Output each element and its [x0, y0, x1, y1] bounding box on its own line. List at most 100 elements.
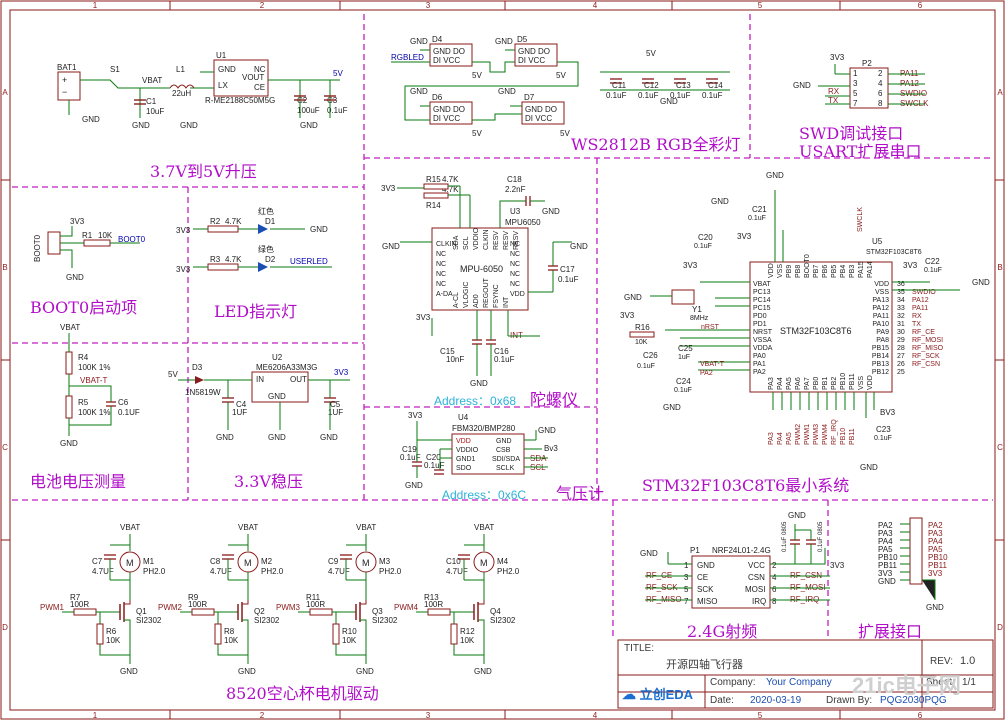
svg-text:VDD: VDD: [867, 375, 874, 390]
tb-logo-text: 立创EDA: [639, 687, 694, 702]
motor-type-2: PH2.0: [261, 567, 284, 576]
svg-text:GND: GND: [570, 242, 588, 251]
ruler-row-C-right: C: [997, 443, 1003, 452]
ruler-row-B-right: B: [997, 263, 1002, 272]
stm32-right-pins: VDDVSSPA13PA12PA11PA10PA9PA8PB15PB14PB13…: [872, 281, 889, 376]
motor-q-part-4: SI2302: [490, 616, 516, 625]
svg-text:RF_CE: RF_CE: [912, 329, 935, 336]
svg-text:PA10: PA10: [872, 321, 889, 328]
svg-text:GND: GND: [624, 293, 642, 302]
svg-text:LX: LX: [218, 81, 228, 90]
svg-text:PB14: PB14: [872, 353, 889, 360]
svg-text:6: 6: [878, 89, 883, 98]
svg-text:PA8: PA8: [876, 337, 889, 344]
section-title-rf: 2.4G射频: [687, 622, 758, 641]
svg-text:C17: C17: [560, 265, 575, 274]
section-title-ext: 扩展接口: [858, 622, 923, 641]
svg-text:R1: R1: [82, 231, 93, 240]
motor-label-1: M1: [143, 557, 155, 566]
svg-text:3V3: 3V3: [928, 569, 943, 578]
svg-text:C14: C14: [708, 81, 723, 90]
boot0-circuit: 3V3 BOOT0 R1 10K BOOT0 GND: [33, 217, 146, 282]
motor-cap-value-1: 4.7UF: [92, 567, 114, 576]
svg-text:2: 2: [772, 561, 777, 570]
l1-value: 22uH: [172, 89, 191, 98]
d1-led: [258, 224, 268, 234]
motor-gate-resistor-2: [191, 608, 215, 616]
svg-text:PD1: PD1: [753, 321, 767, 328]
svg-text:C15: C15: [440, 347, 455, 356]
svg-text:1UF: 1UF: [232, 408, 247, 417]
svg-text:NC: NC: [510, 241, 520, 248]
svg-text:0.1uF: 0.1uF: [924, 267, 942, 274]
svg-text:GND: GND: [793, 81, 811, 90]
svg-text:GND DO: GND DO: [525, 105, 557, 114]
gnd-label-2: GND: [132, 121, 150, 130]
svg-text:0.1UF: 0.1UF: [118, 408, 140, 417]
svg-text:C4: C4: [236, 400, 247, 409]
svg-text:8: 8: [772, 597, 777, 606]
svg-text:NRST: NRST: [753, 329, 773, 336]
svg-text:GND: GND: [495, 37, 513, 46]
tb-sheet-label: Sheet:: [926, 677, 955, 688]
svg-text:2.2nF: 2.2nF: [505, 185, 526, 194]
svg-text:PA7: PA7: [804, 377, 811, 390]
tb-rev-label: REV:: [930, 656, 953, 667]
svg-text:DI VCC: DI VCC: [518, 56, 545, 65]
svg-text:C20: C20: [698, 233, 713, 242]
stm32-body: [749, 261, 893, 393]
svg-text:TX: TX: [912, 321, 921, 328]
svg-text:7: 7: [684, 597, 689, 606]
svg-text:VOUT: VOUT: [242, 73, 264, 82]
svg-text:D6: D6: [432, 93, 443, 102]
svg-text:Y1: Y1: [692, 305, 702, 314]
svg-text:R3: R3: [210, 255, 221, 264]
c2-value: 100uF: [297, 106, 320, 115]
motor-rd-value-1: 10K: [106, 636, 121, 645]
c1-label: C1: [146, 97, 157, 106]
svg-text:VBAT: VBAT: [753, 281, 771, 288]
svg-text:3V3: 3V3: [408, 411, 423, 420]
motor-mosfet-source-1: [124, 619, 131, 655]
motor-m-glyph-1: M: [126, 558, 134, 568]
svg-text:PA6: PA6: [795, 377, 802, 390]
svg-text:NRF24L01-2.4G: NRF24L01-2.4G: [712, 546, 771, 555]
motor-q-part-3: SI2302: [372, 616, 398, 625]
ruler-col-3-bottom: 3: [426, 711, 431, 720]
motor-mosfet-drain-2: [242, 600, 249, 605]
tb-company-value: Your Company: [766, 677, 832, 688]
motor-wire-gnd-2: [217, 644, 248, 656]
gnd-label-1: GND: [82, 115, 100, 124]
svg-text:PA4: PA4: [777, 377, 784, 390]
svg-text:PB11: PB11: [849, 373, 856, 390]
motor-q-part-1: SI2302: [136, 616, 162, 625]
svg-text:U4: U4: [458, 413, 469, 422]
svg-text:R14: R14: [426, 201, 441, 210]
svg-text:3V3: 3V3: [334, 368, 349, 377]
svg-text:1UF: 1UF: [328, 408, 343, 417]
svg-text:VDD: VDD: [510, 291, 525, 298]
svg-text:PB15: PB15: [872, 345, 889, 352]
svg-text:C12: C12: [644, 81, 659, 90]
svg-text:PB10: PB10: [840, 428, 847, 445]
svg-text:NC: NC: [510, 261, 520, 268]
svg-text:PB3: PB3: [849, 265, 856, 278]
motor-cap-label-4: C10: [446, 557, 461, 566]
svg-text:PB9: PB9: [786, 265, 793, 278]
svg-text:STM32F103C8T6: STM32F103C8T6: [780, 326, 852, 336]
svg-text:6: 6: [772, 585, 777, 594]
svg-text:VBAT-T: VBAT-T: [700, 361, 725, 368]
svg-text:PA3: PA3: [928, 529, 943, 538]
svg-text:GND1: GND1: [456, 456, 476, 463]
motor-mosfet-drain-4: [478, 600, 485, 605]
svg-text:GND: GND: [268, 433, 286, 442]
svg-text:NC: NC: [510, 251, 520, 258]
ruler-row-A-right: A: [997, 88, 1003, 97]
